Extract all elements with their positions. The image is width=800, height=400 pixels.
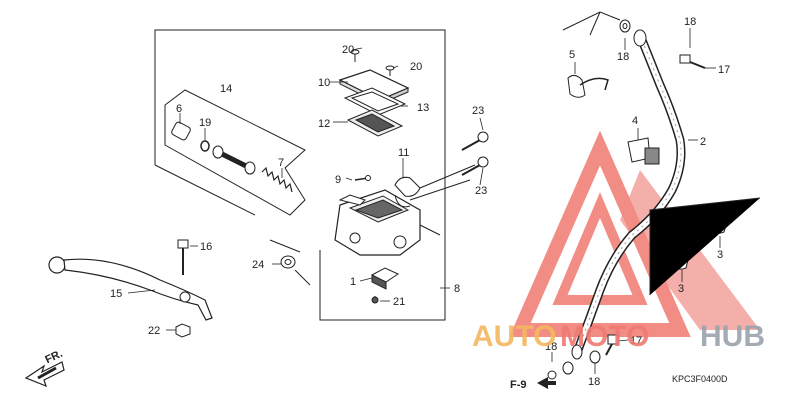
bolt-17-top — [679, 54, 706, 69]
label-part-17-bottom: 17 — [630, 335, 642, 347]
label-part-4: 4 — [632, 115, 638, 127]
label-part-23-upper: 23 — [472, 105, 484, 117]
label-part-7: 7 — [278, 157, 284, 169]
cap-screw-20-right — [385, 65, 395, 76]
label-part-18-bottom-right: 18 — [588, 376, 600, 388]
piston-assembly — [212, 145, 256, 175]
spring-7 — [261, 166, 293, 193]
watermark-text-auto: AUTO — [472, 320, 556, 353]
label-leader-lines — [127, 28, 721, 374]
watermark-text: AUTO MOTO HUB — [472, 320, 765, 353]
bolt-17-bottom — [605, 334, 619, 356]
label-part-20-left: 20 — [342, 44, 354, 56]
leader-line-hose — [649, 197, 761, 295]
label-part-13: 13 — [417, 102, 429, 114]
circlip-19 — [200, 140, 210, 152]
label-part-9: 9 — [335, 174, 341, 186]
holder-11 — [394, 164, 476, 208]
diaphragm-plate-13 — [343, 87, 407, 116]
brake-switch-1 — [370, 267, 400, 290]
diaphragm-12 — [346, 109, 404, 137]
label-part-3-lower: 3 — [678, 283, 684, 295]
label-part-18-bottom-left: 18 — [545, 341, 557, 353]
banjo-connector — [547, 370, 557, 380]
label-part-14: 14 — [220, 83, 232, 95]
watermark-text-moto: MOTO — [560, 320, 649, 353]
label-part-22: 22 — [148, 325, 160, 337]
label-part-24: 24 — [252, 259, 264, 271]
screw-9 — [354, 175, 371, 181]
master-cylinder-body — [334, 189, 441, 256]
hose-fitting-top — [633, 29, 647, 47]
label-part-19: 19 — [199, 117, 211, 129]
outline-box-14 — [164, 89, 306, 216]
label-part-16: 16 — [200, 241, 212, 253]
label-part-20-right: 20 — [410, 61, 422, 73]
lever-pivot-lines — [269, 239, 311, 286]
label-part-3-upper: 3 — [717, 249, 723, 261]
boot-6 — [171, 121, 191, 141]
label-part-21: 21 — [393, 296, 405, 308]
label-part-10: 10 — [318, 77, 330, 89]
watermark-logo — [509, 130, 760, 337]
nut-22 — [175, 323, 191, 338]
label-part-8: 8 — [454, 283, 460, 295]
label-part-17-top: 17 — [718, 64, 730, 76]
bolt-23-upper — [461, 131, 489, 151]
pivot-bolt-16 — [177, 239, 189, 275]
screw-21 — [371, 296, 379, 304]
brake-lever-15 — [48, 256, 213, 321]
label-part-6: 6 — [176, 103, 182, 115]
outline-box-8 — [154, 29, 446, 321]
reference-label: F-9 — [510, 379, 527, 391]
label-part-5: 5 — [569, 49, 575, 61]
cap-screw-20-left — [350, 49, 360, 62]
watermark-text-hub: HUB — [700, 320, 765, 353]
brake-hose-2 — [573, 33, 686, 352]
label-part-15: 15 — [110, 288, 122, 300]
bolt-23-lower — [461, 156, 489, 176]
label-part-1: 1 — [350, 276, 356, 288]
label-part-18-top-right: 18 — [684, 16, 696, 28]
label-part-2: 2 — [700, 136, 706, 148]
sealing-washer-18-left — [562, 361, 574, 375]
label-part-23-lower: 23 — [475, 185, 487, 197]
label-part-18-top-left: 18 — [617, 51, 629, 63]
reference-arrow-icon — [537, 377, 556, 389]
hose-fitting-bottom — [571, 344, 583, 360]
label-part-11: 11 — [398, 147, 409, 159]
hose-clamp-4 — [627, 137, 660, 165]
sealing-washer-18-top — [619, 19, 631, 33]
diagram-code: KPC3F0400D — [672, 374, 728, 384]
hose-ref-line — [562, 11, 621, 36]
hose-guide-5 — [567, 74, 609, 98]
label-part-12: 12 — [318, 118, 330, 130]
boot-24 — [280, 255, 296, 269]
front-direction-arrow-icon — [24, 361, 65, 388]
